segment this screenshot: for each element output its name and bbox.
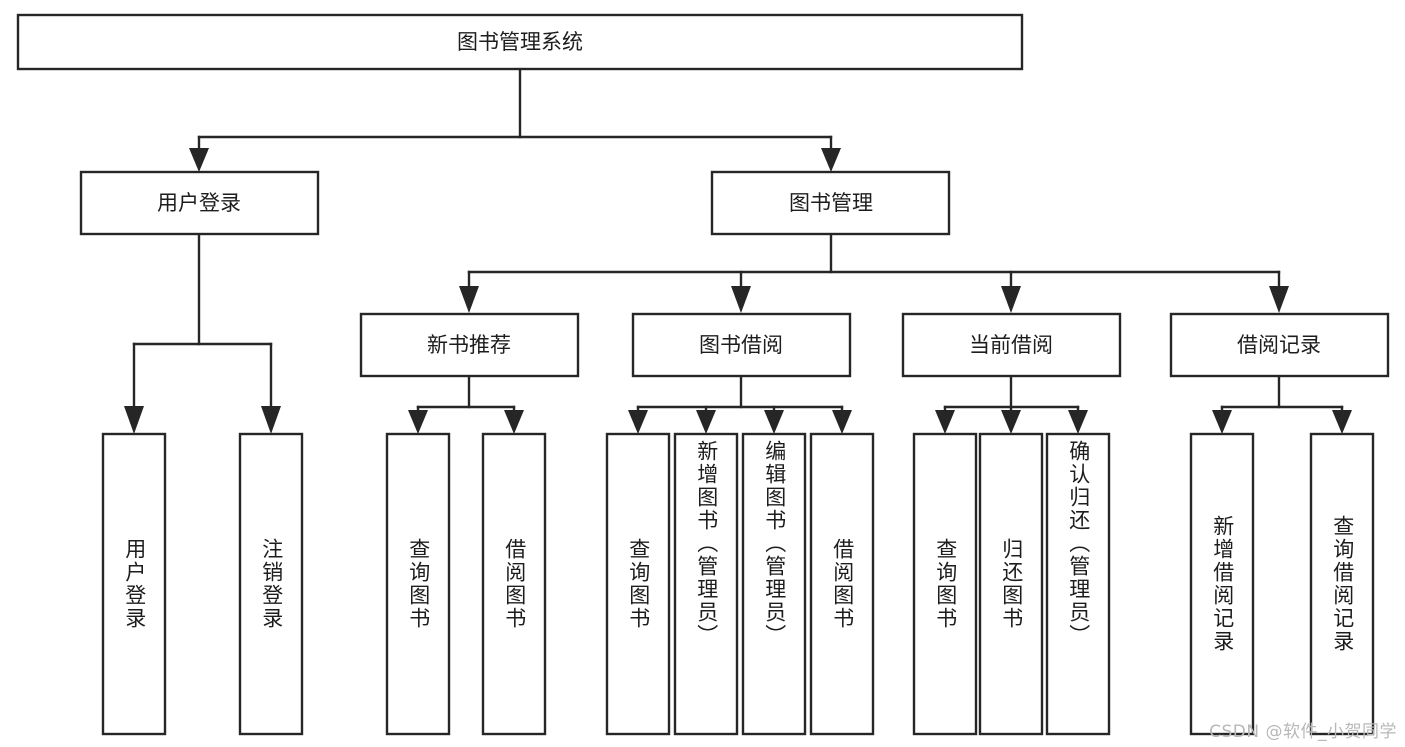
node-leaf-logout[interactable] (238, 432, 304, 736)
node-user-login[interactable] (79, 170, 320, 236)
arrow-head-user-login (189, 148, 209, 172)
arrow-head-nb-leaf-2 (504, 410, 524, 434)
node-leaf-borrow-book-bb[interactable] (809, 432, 875, 736)
node-leaf-query-book-nb[interactable] (385, 432, 451, 736)
arrow-head-bb-leaf-3 (764, 410, 784, 434)
arrow-head-current-borrow (1001, 286, 1021, 313)
node-leaf-query-book-cb[interactable] (912, 432, 978, 736)
node-current-borrow-label: 当前借阅 (969, 333, 1053, 357)
node-root-label: 图书管理系统 (457, 30, 583, 54)
arrow-head-bb-leaf-2 (696, 410, 716, 434)
node-leaf-user-login[interactable] (101, 432, 167, 736)
arrow-head-bb-leaf-1 (628, 410, 648, 434)
arrow-head-book-borrow (731, 286, 751, 313)
node-book-management-label: 图书管理 (789, 191, 873, 215)
node-layer: 图书管理系统 用户登录 图书管理 新书推荐 图书借阅 当前借阅 借阅记录 (16, 13, 1390, 736)
node-leaf-query-book-bb[interactable] (605, 432, 671, 736)
node-leaf-borrow-book-nb[interactable] (481, 432, 547, 736)
arrow-head-book-manage (821, 148, 841, 172)
node-new-book-recommend-label: 新书推荐 (427, 333, 511, 357)
arrow-head-nb-leaf-1 (408, 410, 428, 434)
node-book-borrow-label: 图书借阅 (699, 333, 783, 357)
node-leaf-confirm-return-admin[interactable] (1045, 432, 1111, 736)
node-leaf-add-borrow-record[interactable] (1189, 432, 1255, 736)
node-book-borrow[interactable] (631, 312, 852, 378)
node-new-book-recommend[interactable] (359, 312, 580, 378)
csdn-watermark: CSDN @软件_小贺同学 (1209, 722, 1397, 742)
arrow-head-br-leaf-1 (1212, 410, 1232, 434)
node-leaf-return-book[interactable] (978, 432, 1044, 736)
node-borrow-record-label: 借阅记录 (1237, 333, 1321, 357)
node-borrow-record[interactable] (1169, 312, 1390, 378)
arrow-head-borrow-record (1269, 286, 1289, 313)
arrow-head-new-book (459, 286, 479, 313)
arrow-head-leaf-user-login (124, 406, 144, 434)
node-leaf-add-book-admin[interactable] (673, 432, 739, 736)
arrow-head-cb-leaf-1 (935, 410, 955, 434)
node-current-borrow[interactable] (901, 312, 1122, 378)
arrow-head-cb-leaf-3 (1068, 410, 1088, 434)
arrow-head-leaf-logout (261, 406, 281, 434)
node-root-book-management-system[interactable] (16, 13, 1024, 71)
node-leaf-query-borrow-record[interactable] (1309, 432, 1375, 736)
node-book-management[interactable] (710, 170, 951, 236)
arrow-head-cb-leaf-2 (1001, 410, 1021, 434)
arrow-head-bb-leaf-4 (832, 410, 852, 434)
connector-layer (124, 67, 1352, 434)
node-leaf-edit-book-admin[interactable] (741, 432, 807, 736)
arrow-head-br-leaf-2 (1332, 410, 1352, 434)
node-user-login-label: 用户登录 (157, 191, 241, 215)
